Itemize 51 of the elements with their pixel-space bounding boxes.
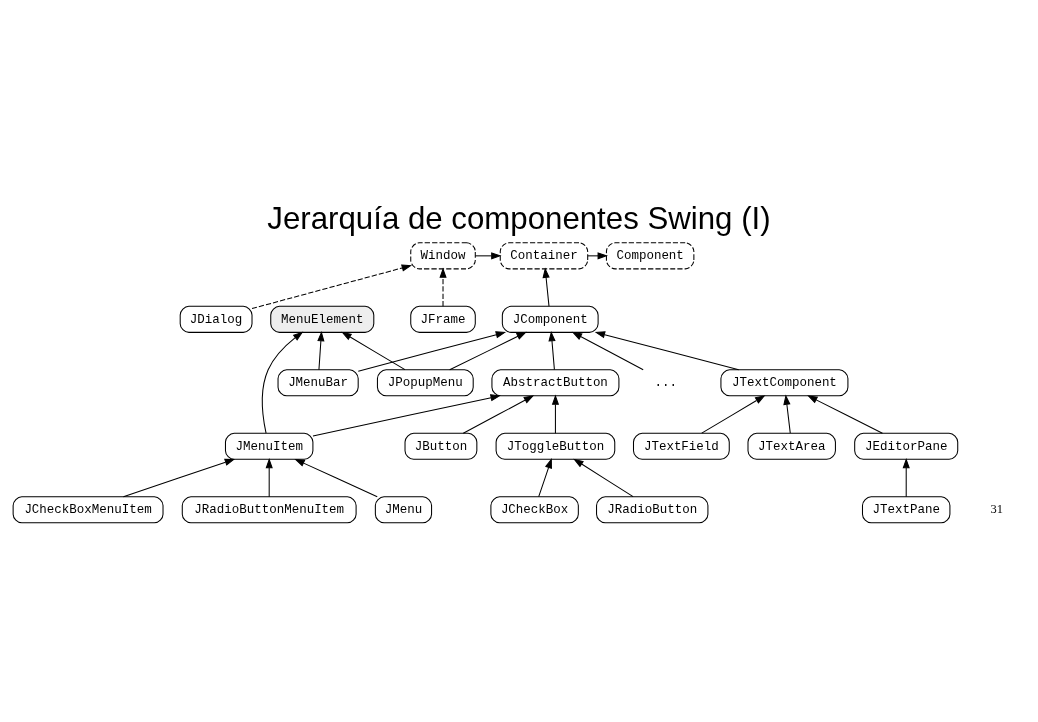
- arrow: [542, 266, 550, 307]
- node-box: AbstractButton: [491, 368, 620, 396]
- arrow: [594, 330, 740, 370]
- node-box: JToggleButton: [495, 432, 616, 460]
- node-box: JRadioButton: [596, 495, 709, 523]
- node-box: JCheckBox: [490, 495, 579, 523]
- node-box: JComponent: [501, 305, 599, 333]
- node-box: JMenuItem: [224, 432, 314, 460]
- arrow: [783, 393, 791, 434]
- arrow: [449, 331, 527, 370]
- node-box: Window: [410, 241, 476, 269]
- arrow: [538, 457, 552, 497]
- node-box: JFrame: [410, 305, 476, 333]
- node-box: JRadioButtonMenuItem: [181, 495, 357, 523]
- arrow: [265, 457, 273, 497]
- arrow: [548, 330, 556, 370]
- diagram-title: Jerarquía de componentes Swing (I): [267, 200, 771, 236]
- node-box: JMenu: [374, 495, 433, 523]
- arrow: [439, 266, 447, 307]
- node-box: JButton: [404, 432, 478, 460]
- node-box: JTextField: [633, 432, 730, 460]
- arrow: [357, 330, 507, 372]
- node-box: JCheckBoxMenuItem: [12, 495, 164, 523]
- arrow: [294, 458, 378, 497]
- arrow: [122, 458, 236, 497]
- node-box: JDialog: [179, 305, 253, 333]
- arrow: [587, 251, 608, 259]
- arrow: [341, 331, 406, 370]
- node-box: JEditorPane: [854, 432, 959, 460]
- arrow: [312, 393, 501, 436]
- arrow: [551, 393, 560, 434]
- arrow: [571, 331, 644, 370]
- arrow: [573, 458, 634, 497]
- node-box: JPopupMenu: [376, 368, 474, 396]
- node-text: ...: [654, 375, 678, 390]
- arrow: [251, 263, 413, 309]
- arrow: [317, 330, 325, 370]
- arrow: [902, 457, 910, 497]
- arrow: [462, 394, 535, 434]
- node-box: MenuElement: [270, 305, 375, 333]
- node-box: JTextComponent: [720, 368, 849, 396]
- node-box: JTextArea: [747, 432, 836, 460]
- arrow: [474, 251, 502, 259]
- node-box: Container: [499, 241, 589, 269]
- arrow: [701, 394, 766, 434]
- arrow: [807, 394, 883, 434]
- label: 31: [990, 501, 1004, 516]
- arrow: [261, 331, 304, 434]
- node-box: JMenuBar: [277, 368, 359, 396]
- node-box: Component: [605, 241, 695, 269]
- node-box: JTextPane: [861, 495, 951, 523]
